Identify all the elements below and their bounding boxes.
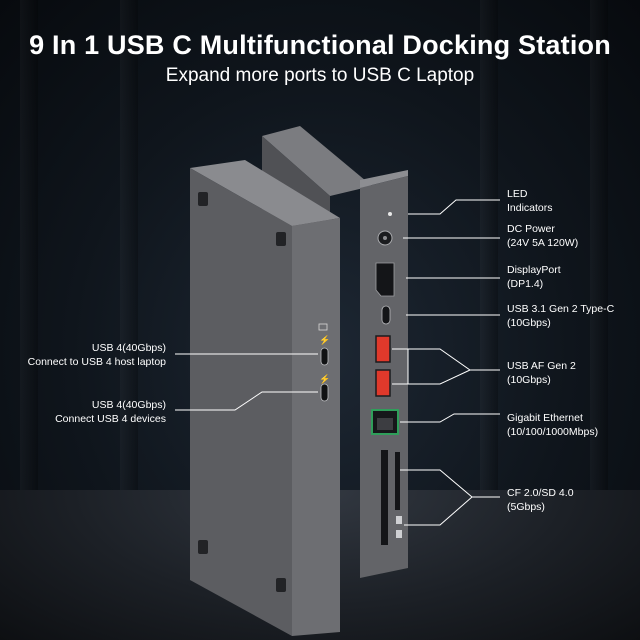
- cf-card-icon: [396, 530, 402, 538]
- usb-c-port: [381, 305, 391, 325]
- rubber-foot: [276, 578, 286, 592]
- cf-card-slot: [381, 450, 388, 545]
- background-curtain: [480, 0, 498, 640]
- page-subtitle: Expand more ports to USB C Laptop: [165, 65, 475, 86]
- displayport-port: [375, 262, 395, 297]
- rubber-foot: [198, 540, 208, 554]
- label-usb4-host: USB 4(40Gbps) Connect to USB 4 host lapt…: [27, 342, 166, 368]
- callout-usb4-devices: [175, 391, 318, 411]
- label-ethernet: Gigabit Ethernet (10/100/1000Mbps): [507, 412, 599, 438]
- laptop-icon: [318, 323, 328, 331]
- usb-a-port-2: [375, 369, 391, 397]
- callout-usbaf: [392, 348, 409, 385]
- label-usb4-devices: USB 4(40Gbps) Connect USB 4 devices: [55, 399, 166, 425]
- thunderbolt-icon: ⚡: [319, 373, 330, 385]
- background-curtain: [590, 0, 608, 640]
- background-curtain: [20, 0, 38, 640]
- callout-usbaf-2: [408, 348, 500, 371]
- usb4-device-port: [320, 383, 329, 402]
- usb4-host-port: [320, 347, 329, 366]
- callout-usbaf-3: [408, 369, 471, 385]
- thunderbolt-icon: ⚡: [319, 334, 330, 346]
- rubber-foot: [276, 232, 286, 246]
- callout-eth: [400, 413, 500, 423]
- label-displayport: DisplayPort (DP1.4): [507, 264, 561, 290]
- sd-card-slot: [395, 452, 400, 510]
- callout-led: [408, 199, 500, 215]
- right-unit: [360, 170, 408, 578]
- callout-card-2: [404, 496, 473, 526]
- label-usb-c: USB 3.1 Gen 2 Type-C (10Gbps): [507, 303, 615, 329]
- label-card-reader: CF 2.0/SD 4.0 (5Gbps): [507, 487, 574, 513]
- page-title: 9 In 1 USB C Multifunctional Docking Sta…: [29, 30, 611, 60]
- background-curtain: [120, 0, 138, 640]
- label-led: LED Indicators: [507, 188, 553, 214]
- label-dc-power: DC Power (24V 5A 120W): [507, 223, 579, 249]
- usb-a-port-1: [375, 335, 391, 363]
- led-indicator: [388, 212, 392, 216]
- left-unit: ⚡ ⚡: [190, 160, 340, 636]
- callout-lines-left: [175, 353, 318, 411]
- callout-card: [400, 469, 500, 498]
- rubber-foot: [198, 192, 208, 206]
- sd-card-icon: [396, 516, 402, 524]
- callout-lines: [392, 199, 500, 526]
- label-usb-af: USB AF Gen 2 (10Gbps): [507, 360, 576, 386]
